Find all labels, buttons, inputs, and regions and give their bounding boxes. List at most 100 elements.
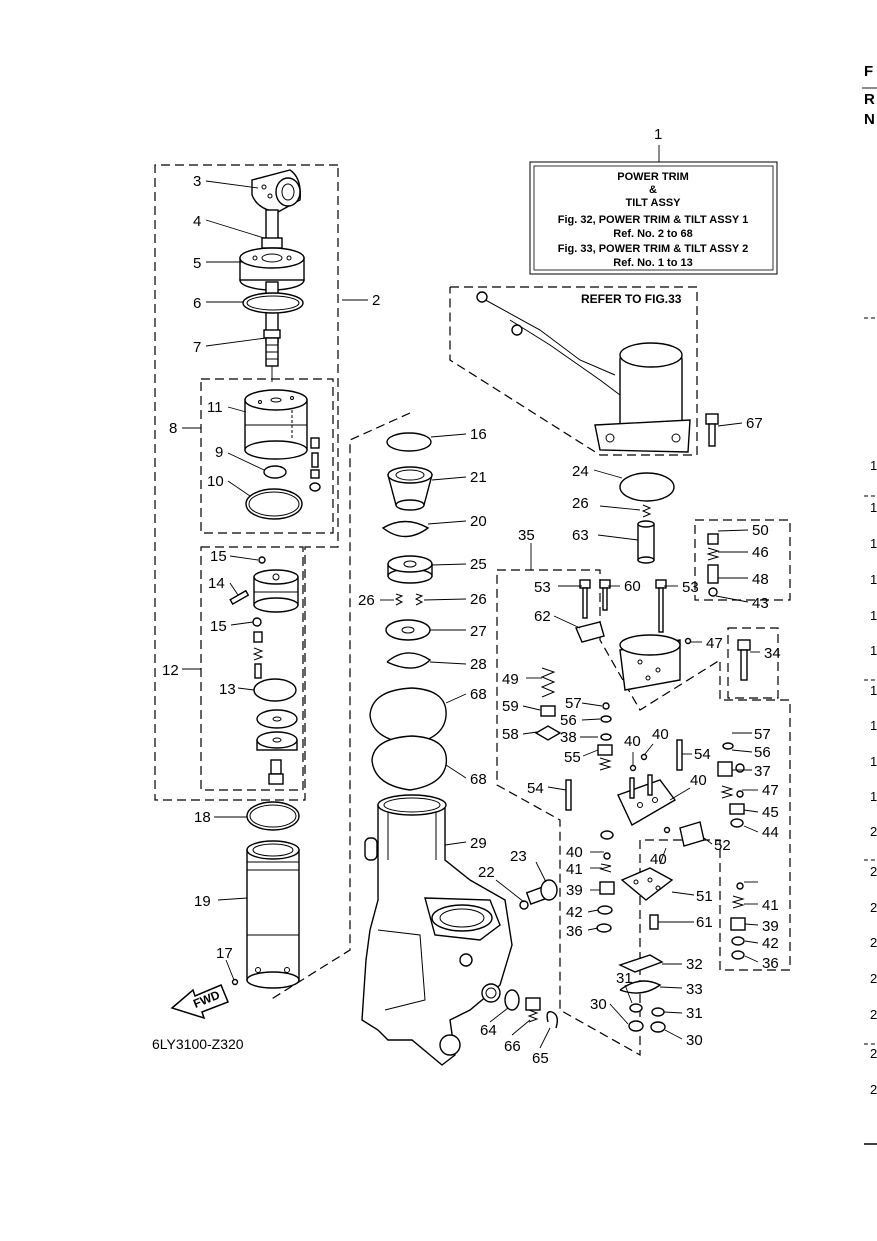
part-number-label: 59 (502, 698, 519, 715)
part-circlip (386, 652, 432, 669)
part-number-label: 48 (752, 571, 769, 588)
edge-letter: N (864, 111, 875, 128)
edge-number: 1 (870, 500, 877, 515)
part-number-label: 34 (764, 645, 781, 662)
part-number-label: 31 (616, 970, 633, 987)
part-number-label: 57 (754, 726, 771, 743)
edge-number: 2 (870, 824, 877, 839)
part-number-label: 7 (193, 339, 201, 356)
part-piston-valve (309, 437, 321, 492)
part-number-label: 49 (502, 671, 519, 688)
part-dowel-pin (565, 779, 572, 811)
part-number-label: 39 (566, 882, 583, 899)
part-pump-bolt (655, 579, 667, 633)
edge-number: 2 (870, 1082, 877, 1097)
part-washer (600, 715, 612, 723)
part-check-ball (663, 826, 671, 834)
part-number-label: 3 (193, 173, 201, 190)
part-number-label: 1 (654, 126, 662, 143)
part-washer (385, 619, 431, 641)
part-plug-screw (525, 997, 541, 1023)
edge-number: 2 (870, 1007, 877, 1022)
title-box: POWER TRIM & TILT ASSY Fig. 32, POWER TR… (529, 145, 778, 275)
part-spring (414, 593, 424, 606)
part-pump-coupling (637, 520, 655, 564)
part-number-label: 22 (478, 864, 495, 881)
part-number-label: 40 (690, 772, 707, 789)
part-spring (540, 667, 556, 698)
edge-number: 1 (870, 718, 877, 733)
part-valve-stack-right (717, 742, 746, 960)
part-plug (650, 1021, 666, 1033)
part-number-label: 39 (762, 918, 779, 935)
edge-number: 2 (870, 900, 877, 915)
part-seal (371, 735, 448, 791)
part-number-label: 40 (566, 844, 583, 861)
edge-number: 1 (870, 683, 877, 698)
diagram-code: 6LY3100-Z320 (152, 1036, 244, 1052)
part-number-label: 26 (572, 495, 589, 512)
edge-number: 2 (870, 864, 877, 879)
part-number-label: 67 (746, 415, 763, 432)
part-o-ring (619, 472, 675, 502)
part-retainer-plate (575, 621, 605, 643)
part-number-label: 45 (762, 804, 779, 821)
part-number-label: 61 (696, 914, 713, 931)
part-number-label: 20 (470, 513, 487, 530)
edge-number: 1 (870, 608, 877, 623)
part-number-label: 2 (372, 292, 380, 309)
part-number-label: 35 (518, 527, 535, 544)
part-number-label: 30 (686, 1032, 703, 1049)
edge-number: 1 (870, 572, 877, 587)
part-manual-valve (525, 879, 558, 905)
part-check-ball (684, 637, 692, 645)
part-manifold-bolt (737, 639, 751, 681)
part-o-ring (253, 678, 297, 702)
part-number-label: 32 (686, 956, 703, 973)
part-number-label: 66 (504, 1038, 521, 1055)
part-o-ring (629, 1003, 643, 1013)
part-number-label: 47 (706, 635, 723, 652)
part-motor-bolt (705, 413, 719, 447)
part-number-label: 53 (682, 579, 699, 596)
part-plug (628, 1020, 644, 1032)
part-number-label: 28 (470, 656, 487, 673)
part-number-label: 15 (210, 548, 227, 565)
part-washer (600, 733, 612, 741)
part-ball (231, 978, 239, 986)
title-line: TILT ASSY (626, 197, 682, 209)
part-number-label: 26 (358, 592, 375, 609)
part-number-label: 19 (194, 893, 211, 910)
part-plate-bolt (649, 914, 659, 930)
part-valve-plate (620, 867, 674, 901)
part-number-label: 42 (566, 904, 583, 921)
part-number-label: 37 (754, 763, 771, 780)
edge-number: 2 (870, 1046, 877, 1061)
part-pump-bolt (599, 579, 611, 611)
part-plug (256, 731, 298, 751)
part-number-label: 12 (162, 662, 179, 679)
part-o-ring-small (519, 900, 529, 910)
part-number-label: 36 (762, 955, 779, 972)
part-piston (244, 389, 308, 460)
part-number-label: 55 (564, 749, 581, 766)
part-number-label: 68 (470, 686, 487, 703)
part-dowel-pin (676, 739, 683, 771)
part-snap-ring (381, 520, 430, 538)
part-tilt-rod-eye (251, 169, 301, 241)
part-number-label: 11 (207, 399, 223, 416)
part-number-label: 10 (207, 473, 224, 490)
refer-note: REFER TO FIG.33 (581, 292, 682, 306)
edge-number: 2 (870, 935, 877, 950)
part-number-label: 15 (210, 618, 227, 635)
title-line: POWER TRIM (617, 171, 689, 183)
part-bolt (268, 759, 284, 785)
part-number-label: 8 (169, 420, 177, 437)
edge-number: 1 (870, 754, 877, 769)
part-number-label: 29 (470, 835, 487, 852)
part-number-label: 40 (652, 726, 669, 743)
part-spring (394, 593, 404, 606)
right-edge-strip: F R N 1 1 1 1 1 1 1 1 1 1 2 2 2 2 2 2 2 … (862, 63, 877, 1145)
part-number-label: 50 (752, 522, 769, 539)
fwd-arrow-icon: FWD (170, 984, 229, 1020)
